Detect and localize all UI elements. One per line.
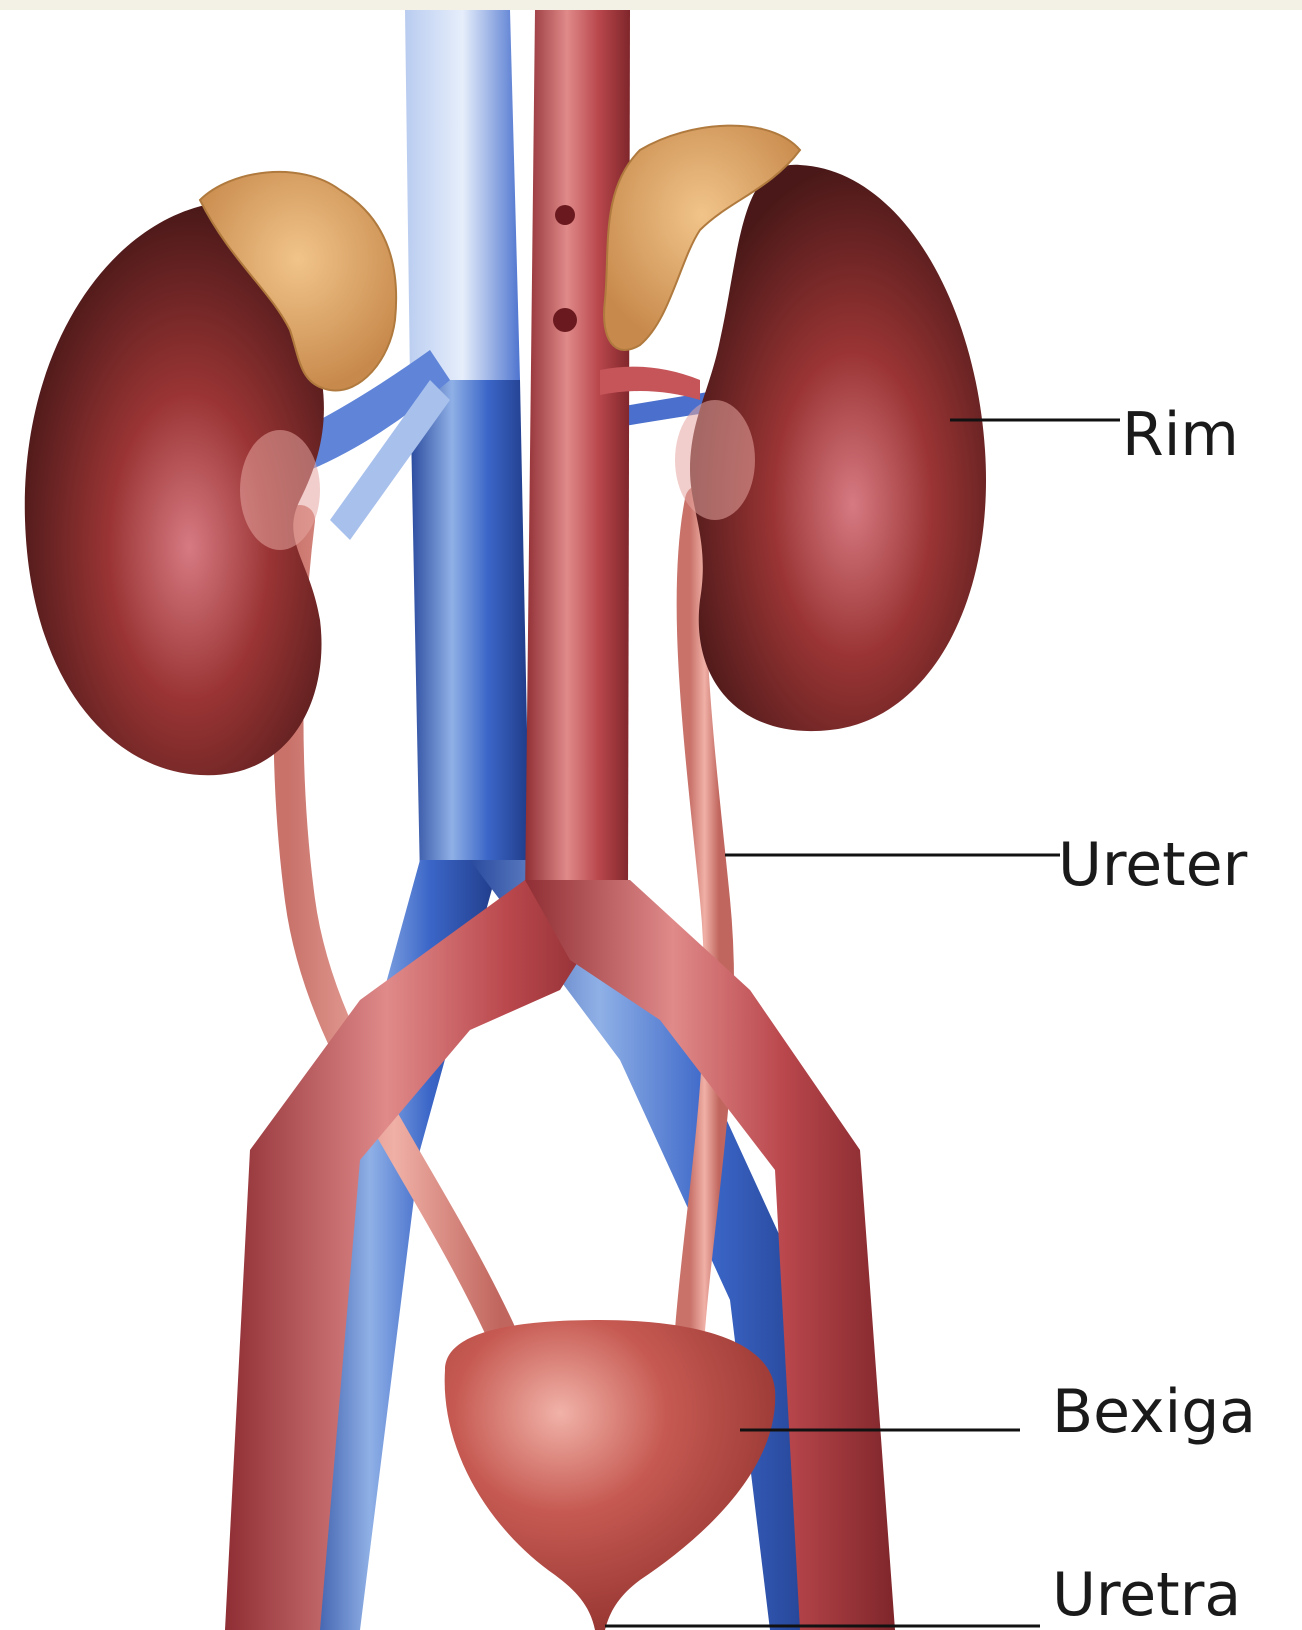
label-uretra: Uretra [1052,1560,1241,1630]
top-strip [0,0,1302,10]
label-ureter: Ureter [1058,830,1248,900]
bladder [445,1320,776,1630]
right-kidney [675,165,986,731]
label-rim: Rim [1122,400,1239,470]
label-bexiga: Bexiga [1052,1377,1256,1447]
labels: Rim Ureter Bexiga Uretra [1052,400,1256,1630]
